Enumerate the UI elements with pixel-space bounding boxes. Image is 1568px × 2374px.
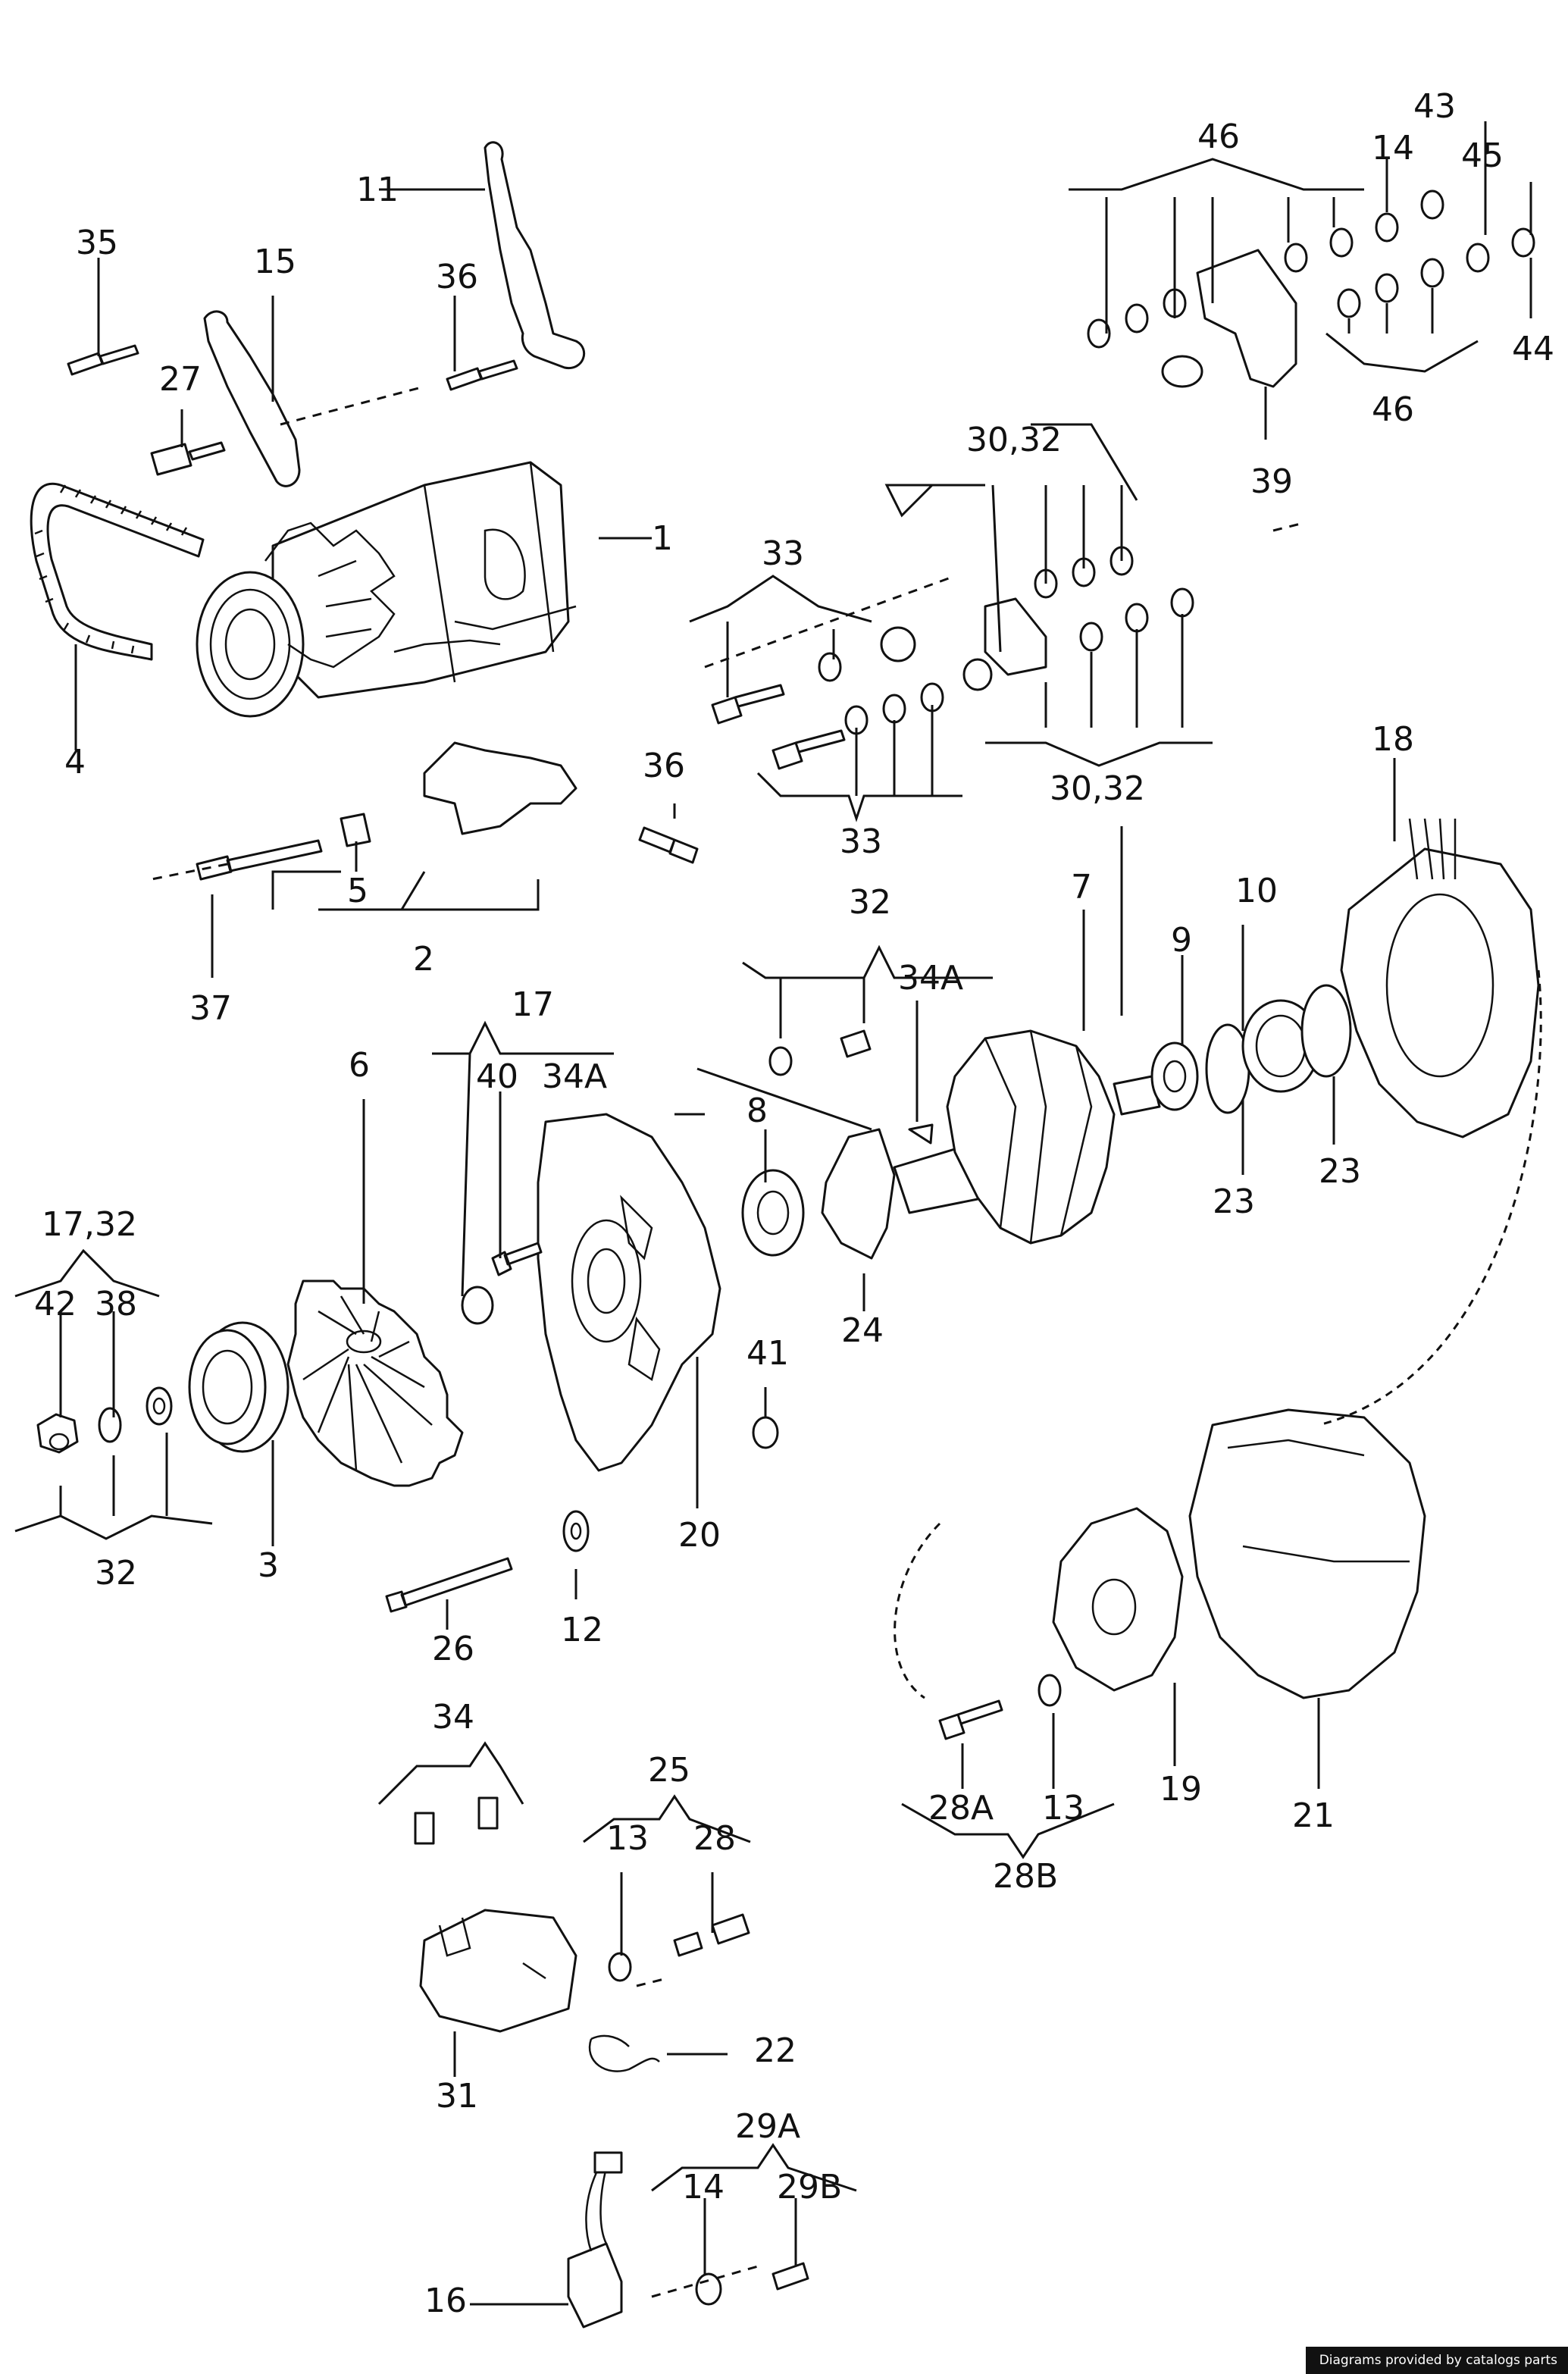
label-9: 9 (1171, 921, 1192, 960)
label-42: 42 (34, 1285, 77, 1323)
label-43: 43 (1413, 87, 1456, 126)
label-44: 44 (1512, 330, 1554, 368)
leader-lines (14, 121, 1532, 2306)
part-1-alternator (196, 461, 577, 718)
label-25: 25 (648, 1751, 690, 1790)
label-34: 34 (432, 1698, 474, 1737)
label-27: 27 (159, 360, 202, 399)
label-33a: 33 (762, 534, 804, 573)
part-16-brush-holder (567, 2151, 623, 2329)
label-23b: 23 (1319, 1152, 1361, 1191)
label-34a-2: 34A (542, 1057, 607, 1096)
hardware-mid (768, 1029, 934, 1145)
label-6: 6 (349, 1046, 370, 1085)
label-12: 12 (561, 1611, 603, 1649)
label-46b: 46 (1372, 390, 1414, 429)
label-8: 8 (746, 1091, 768, 1130)
label-24: 24 (841, 1311, 884, 1350)
part-13-washer (1038, 1674, 1062, 1707)
part-7-rotor (893, 1029, 1161, 1245)
part-22-clip (588, 2034, 660, 2072)
part-4-belt (30, 482, 205, 661)
part-11-bracket (484, 141, 586, 369)
part-6-fan (286, 1279, 464, 1487)
bearings-rings (1150, 984, 1352, 1114)
part-28-bolt (673, 1913, 750, 1957)
label-36a: 36 (436, 258, 478, 296)
bolts-top-left (67, 344, 699, 864)
label-22: 22 (754, 2031, 797, 2070)
label-19: 19 (1160, 1770, 1202, 1809)
label-7: 7 (1071, 868, 1092, 907)
part-37-bolt (196, 839, 323, 881)
credit-badge: Diagrams provided by catalogs parts (1305, 2347, 1568, 2374)
part-24-plate (821, 1128, 896, 1260)
label-14b: 14 (682, 2168, 725, 2206)
label-21: 21 (1292, 1796, 1335, 1835)
label-41: 41 (746, 1334, 789, 1373)
label-34a-1: 34A (898, 959, 963, 998)
nut-washer-front (36, 1386, 173, 1454)
label-28: 28 (693, 1819, 736, 1858)
dashed-axis (151, 385, 1304, 2298)
screws-mid (385, 1242, 779, 1613)
hardware-mid-right (711, 546, 1194, 770)
label-29b: 29B (777, 2168, 842, 2206)
label-11: 11 (356, 171, 399, 209)
label-26: 26 (432, 1630, 474, 1668)
part-15-strap (203, 310, 301, 487)
label-4: 4 (64, 743, 86, 781)
label-17-32: 17,32 (42, 1205, 137, 1244)
part-31-regulator (419, 1909, 577, 2033)
label-45: 45 (1461, 136, 1504, 175)
part-8-bearing (741, 1169, 805, 1257)
label-28a: 28A (928, 1789, 994, 1827)
part-21-housing (1188, 1408, 1426, 1699)
label-30-32b: 30,32 (1050, 769, 1145, 808)
label-18: 18 (1372, 720, 1414, 759)
label-23a: 23 (1213, 1182, 1255, 1221)
label-20: 20 (678, 1516, 721, 1555)
label-3: 3 (258, 1546, 279, 1585)
label-37: 37 (189, 989, 232, 1028)
label-1: 1 (652, 519, 673, 558)
part-2-bracket (423, 741, 577, 835)
label-32a: 32 (849, 883, 891, 922)
label-31: 31 (436, 2077, 478, 2116)
part-28a-screw (938, 1699, 1003, 1740)
label-32b: 32 (95, 1554, 137, 1593)
part-19-rectifier (1052, 1507, 1184, 1692)
label-39: 39 (1250, 462, 1293, 501)
label-33b: 33 (840, 822, 882, 861)
part-34-brushes (414, 1796, 499, 1845)
part-20-housing (537, 1113, 721, 1472)
label-13a: 13 (606, 1819, 649, 1858)
hardware-top-right (1087, 189, 1535, 388)
label-30-32a: 30,32 (966, 421, 1062, 459)
label-17: 17 (512, 985, 554, 1024)
label-2: 2 (413, 940, 434, 979)
label-10: 10 (1235, 872, 1278, 910)
label-38: 38 (95, 1285, 137, 1323)
label-15: 15 (254, 243, 296, 281)
label-16: 16 (424, 2282, 467, 2320)
callout-labels: 1 2 3 4 5 6 7 8 9 10 11 12 13 13 14 14 1… (34, 87, 1554, 2320)
label-13b: 13 (1042, 1789, 1084, 1827)
label-36b: 36 (643, 747, 685, 785)
label-5: 5 (347, 872, 368, 910)
part-5-sleeve (340, 813, 371, 847)
part-18-stator (1340, 818, 1540, 1138)
label-28b: 28B (993, 1857, 1058, 1896)
label-29a: 29A (735, 2107, 800, 2146)
label-35: 35 (76, 224, 118, 262)
dashed-connector (894, 969, 1542, 1699)
label-40: 40 (476, 1057, 518, 1096)
label-46a: 46 (1197, 117, 1240, 156)
label-14a: 14 (1372, 129, 1414, 168)
part-3-pulley (188, 1321, 290, 1453)
